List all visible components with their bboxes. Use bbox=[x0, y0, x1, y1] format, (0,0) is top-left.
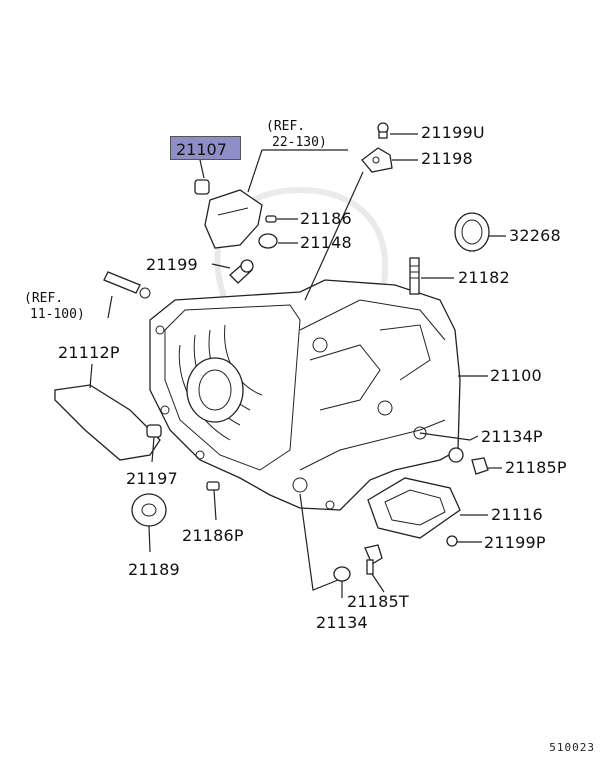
label-21189[interactable]: 21189 bbox=[128, 560, 180, 579]
highlighted-part-label: 21107 bbox=[176, 140, 227, 159]
label-21197[interactable]: 21197 bbox=[126, 469, 178, 488]
label-21199[interactable]: 21199 bbox=[146, 255, 198, 274]
label-21199U[interactable]: 21199U bbox=[421, 123, 485, 142]
label-21100[interactable]: 21100 bbox=[490, 366, 542, 385]
highlighted-part-number[interactable]: 21107 bbox=[170, 136, 241, 160]
part-21148-bushing bbox=[258, 233, 278, 249]
ref-22-130-line1: (REF. bbox=[266, 119, 306, 134]
part-21197-sleeve bbox=[146, 424, 162, 438]
part-21199P-bolt bbox=[446, 535, 458, 547]
label-21185T[interactable]: 21185T bbox=[347, 592, 409, 611]
ref-part-11-100 bbox=[103, 271, 151, 299]
label-21116[interactable]: 21116 bbox=[491, 505, 543, 524]
part-32268-seal bbox=[454, 212, 490, 252]
part-21186-pin bbox=[265, 215, 277, 223]
label-21134[interactable]: 21134 bbox=[316, 613, 368, 632]
part-21134-gasket bbox=[333, 566, 351, 582]
transaxle-case bbox=[149, 279, 461, 511]
label-21186P[interactable]: 21186P bbox=[182, 526, 244, 545]
label-21186[interactable]: 21186 bbox=[300, 209, 352, 228]
label-21182[interactable]: 21182 bbox=[458, 268, 510, 287]
part-21134P-gasket bbox=[448, 447, 464, 463]
diagram-code: 510023 bbox=[549, 741, 595, 754]
ref-11-100-line1: (REF. bbox=[24, 291, 64, 306]
part-21198-bracket bbox=[361, 147, 393, 173]
label-21112P[interactable]: 21112P bbox=[58, 343, 120, 362]
part-21182-stud bbox=[409, 257, 420, 295]
label-21199P[interactable]: 21199P bbox=[484, 533, 546, 552]
label-21185P[interactable]: 21185P bbox=[505, 458, 567, 477]
part-21199U-bolt bbox=[377, 122, 389, 139]
label-32268[interactable]: 32268 bbox=[509, 226, 561, 245]
part-21189-plate bbox=[131, 493, 167, 527]
ref-22-130-line2: 22-130) bbox=[272, 135, 327, 150]
label-21148[interactable]: 21148 bbox=[300, 233, 352, 252]
ref-11-100-line2: 11-100) bbox=[30, 307, 85, 322]
part-21185T-plug bbox=[364, 544, 383, 575]
part-21185P-plug bbox=[471, 457, 489, 475]
part-21186P-pin bbox=[206, 481, 220, 491]
leader-lines bbox=[89, 133, 506, 598]
part-21116-pan bbox=[367, 477, 461, 539]
part-21107-switch bbox=[194, 179, 263, 249]
part-21199-bolt bbox=[229, 259, 254, 284]
label-21134P[interactable]: 21134P bbox=[481, 427, 543, 446]
part-21112P-cover bbox=[54, 384, 161, 461]
label-21198[interactable]: 21198 bbox=[421, 149, 473, 168]
